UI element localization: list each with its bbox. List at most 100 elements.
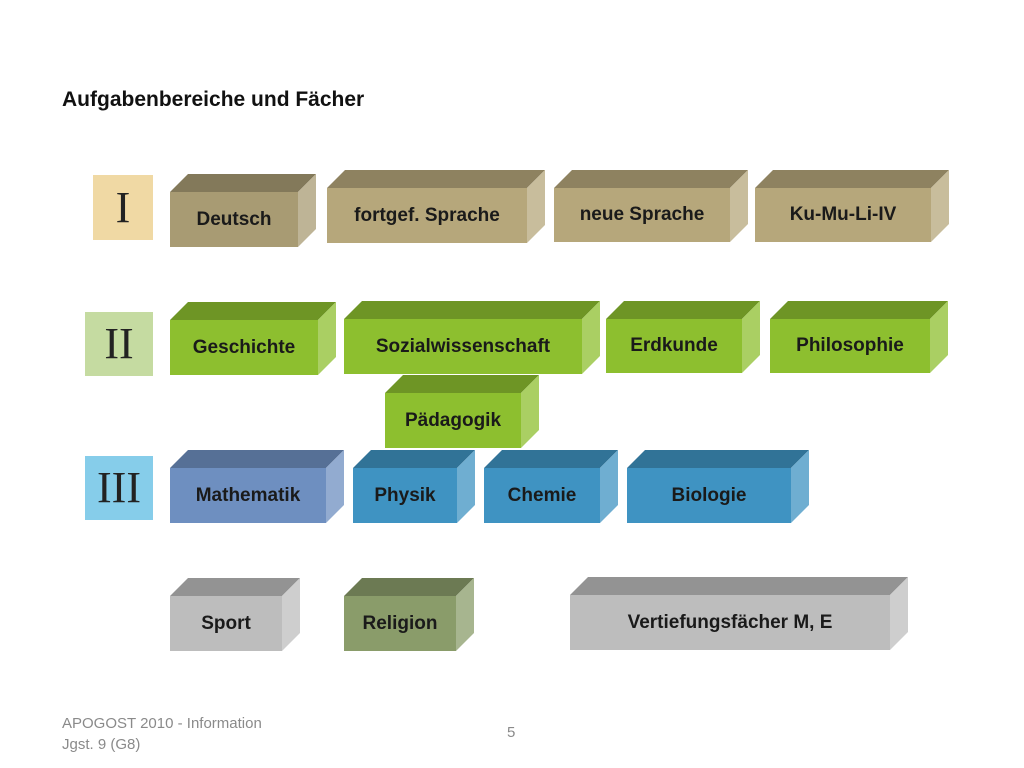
subject-block-fortgef-sprache: fortgef. Sprache xyxy=(327,170,545,243)
subject-label: Geschichte xyxy=(192,336,296,358)
block-top-face xyxy=(770,301,948,319)
block-top-face xyxy=(606,301,760,319)
block-side-face xyxy=(456,578,474,651)
subject-label: Ku-Mu-Li-IV xyxy=(789,204,897,225)
block-shape xyxy=(484,450,618,523)
block-shape xyxy=(170,450,344,523)
area-marker-2: II xyxy=(85,312,153,376)
block-shape xyxy=(770,301,948,373)
block-front-face xyxy=(170,468,326,523)
block-top-face xyxy=(170,174,316,192)
area-numeral: III xyxy=(97,463,141,512)
block-shape xyxy=(327,170,545,243)
area-numeral: I xyxy=(115,182,131,232)
block-side-face xyxy=(326,450,344,523)
block-side-face xyxy=(282,578,300,651)
block-side-face xyxy=(730,170,748,242)
block-side-face xyxy=(521,375,539,448)
block-top-face xyxy=(353,450,475,468)
subject-label: Deutsch xyxy=(196,208,272,230)
subject-label: Mathematik xyxy=(195,484,301,506)
area-marker-3: III xyxy=(85,456,153,520)
block-shape xyxy=(353,450,475,523)
block-top-face xyxy=(327,170,545,188)
subject-block-deutsch: Deutsch xyxy=(170,174,316,247)
block-shape xyxy=(554,170,748,242)
subject-block-vertiefungsfaecher: Vertiefungsfächer M, E xyxy=(570,577,908,650)
block-shape xyxy=(627,450,809,523)
subject-label: Biologie xyxy=(671,484,747,506)
block-front-face xyxy=(170,320,318,375)
footer-line-2: Jgst. 9 (G8) xyxy=(62,736,141,753)
slide-title: Aufgabenbereiche und Fächer xyxy=(62,88,365,111)
block-shape xyxy=(606,301,760,373)
block-front-face xyxy=(570,595,890,650)
block-front-face xyxy=(170,596,282,651)
block-shape xyxy=(385,375,539,448)
block-front-face xyxy=(385,393,521,448)
page-number: 5 xyxy=(507,724,516,741)
block-front-face xyxy=(755,188,931,242)
block-side-face xyxy=(318,302,336,375)
block-front-face xyxy=(770,319,930,373)
block-shape xyxy=(170,302,336,375)
subject-block-erdkunde: Erdkunde xyxy=(606,301,760,373)
subject-block-chemie: Chemie xyxy=(484,450,618,523)
subject-block-mathematik: Mathematik xyxy=(170,450,344,523)
block-top-face xyxy=(344,578,474,596)
block-shape xyxy=(755,170,949,242)
block-top-face xyxy=(554,170,748,188)
subject-label: Chemie xyxy=(507,484,577,506)
subject-label: fortgef. Sprache xyxy=(354,204,500,226)
block-shape xyxy=(570,577,908,650)
block-top-face xyxy=(570,577,908,595)
subject-block-sozialwissenschaft: Sozialwissenschaft xyxy=(344,301,600,374)
subject-block-sport: Sport xyxy=(170,578,300,651)
block-top-face xyxy=(170,450,344,468)
subject-label: Sozialwissenschaft xyxy=(375,335,551,357)
footer-info: APOGOST 2010 - Information Jgst. 9 (G8) xyxy=(62,713,262,755)
block-side-face xyxy=(930,301,948,373)
block-shape xyxy=(344,301,600,374)
block-front-face xyxy=(344,596,456,651)
block-front-face xyxy=(554,188,730,242)
subject-block-religion: Religion xyxy=(344,578,474,651)
block-front-face xyxy=(484,468,600,523)
subject-label: Philosophie xyxy=(796,335,904,356)
block-side-face xyxy=(457,450,475,523)
subject-label: Pädagogik xyxy=(404,409,502,431)
block-front-face xyxy=(606,319,742,373)
block-side-face xyxy=(742,301,760,373)
block-top-face xyxy=(385,375,539,393)
block-front-face xyxy=(170,192,298,247)
block-side-face xyxy=(600,450,618,523)
subject-block-philosophie: Philosophie xyxy=(770,301,948,373)
block-front-face xyxy=(627,468,791,523)
area-numeral: II xyxy=(104,319,134,368)
subject-label: Sport xyxy=(201,612,251,634)
block-side-face xyxy=(931,170,949,242)
block-shape xyxy=(344,578,474,651)
subject-label: Vertiefungsfächer M, E xyxy=(627,611,833,633)
block-side-face xyxy=(298,174,316,247)
footer-line-1: APOGOST 2010 - Information xyxy=(62,715,262,732)
block-side-face xyxy=(890,577,908,650)
subject-block-geschichte: Geschichte xyxy=(170,302,336,375)
block-front-face xyxy=(353,468,457,523)
block-shape xyxy=(170,578,300,651)
block-top-face xyxy=(755,170,949,188)
subject-block-ku-mu-li-iv: Ku-Mu-Li-IV xyxy=(755,170,949,242)
block-side-face xyxy=(527,170,545,243)
subject-label: Erdkunde xyxy=(630,335,718,356)
block-top-face xyxy=(344,301,600,319)
subject-block-paedagogik: Pädagogik xyxy=(385,375,539,448)
subject-block-physik: Physik xyxy=(353,450,475,523)
block-front-face xyxy=(344,319,582,374)
subject-label: neue Sprache xyxy=(579,204,705,225)
subject-block-biologie: Biologie xyxy=(627,450,809,523)
block-shape xyxy=(170,174,316,247)
block-top-face xyxy=(170,578,300,596)
area-marker-1: I xyxy=(93,175,153,240)
block-top-face xyxy=(170,302,336,320)
subject-label: Religion xyxy=(362,612,438,634)
